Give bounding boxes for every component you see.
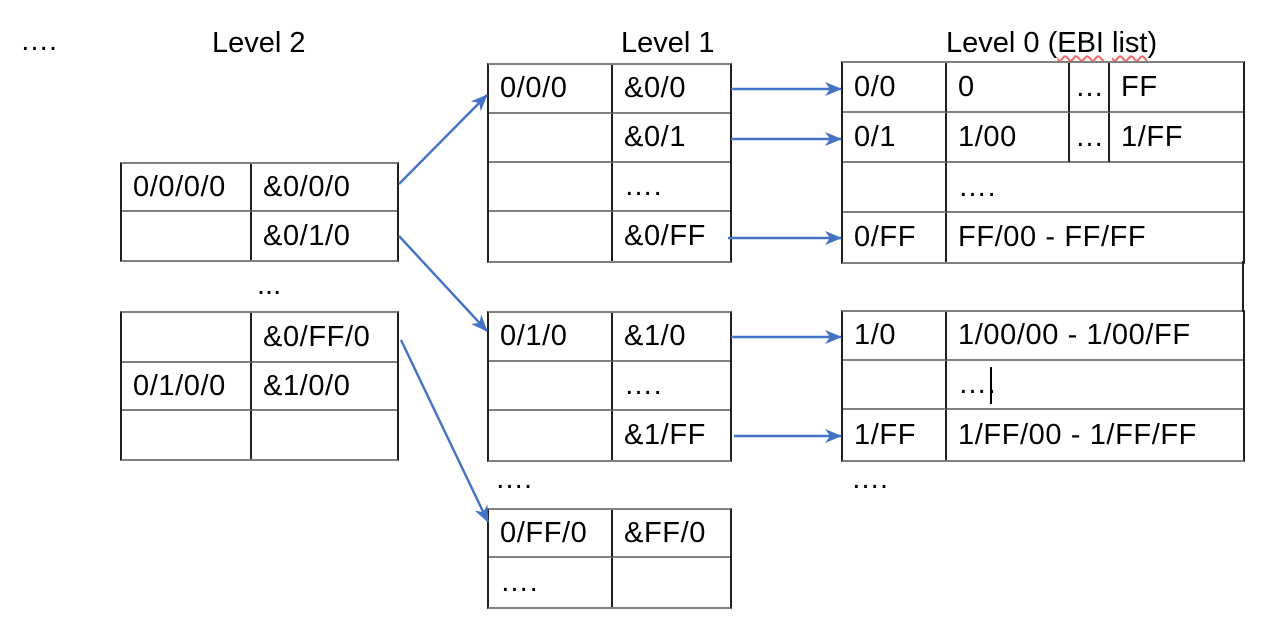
table-cell: &FF/0 <box>613 510 730 558</box>
table-edge-connector-line <box>1242 261 1244 312</box>
table-cell: 1/00 <box>947 113 1070 163</box>
table-cell <box>613 558 730 607</box>
level1-table-2: 0/1/0 &1/0 …. &1/FF <box>487 311 732 462</box>
level0-below-ellipsis: …. <box>851 463 889 495</box>
level2-title: Level 2 <box>212 27 306 59</box>
table-cell: … <box>1070 63 1110 113</box>
level2-table-2: &0/FF/0 0/1/0/0 &1/0/0 <box>120 311 399 461</box>
table-cell: 1/00/00 - 1/00/FF <box>947 312 1243 361</box>
table-cell: 0/FF/0 <box>489 510 613 558</box>
table-cell: &0/FF <box>624 220 706 252</box>
table-cell <box>122 313 252 363</box>
level0-table-2: 1/0 1/00/00 - 1/00/FF …. 1/FF 1/FF/00 - … <box>841 310 1245 462</box>
table-cell: 0/0/0/0 <box>122 164 252 212</box>
level2-between-ellipsis: ... <box>257 269 282 301</box>
table-cell: …. <box>947 361 1243 410</box>
table-cell: …. <box>947 163 1243 213</box>
table-cell <box>843 163 947 213</box>
table-cell <box>489 163 613 212</box>
table-cell: &0/0/0 <box>252 164 397 212</box>
table-cell: 0 <box>947 63 1070 113</box>
table-cell: &1/FF <box>624 419 706 451</box>
arrow-l2-0-0-0-to-l1-table1 <box>398 94 488 185</box>
level1-table-3: 0/FF/0 &FF/0 …. <box>487 508 732 609</box>
table-cell: …. <box>613 163 730 212</box>
table-cell: &1/0 <box>613 313 730 362</box>
level1-below-ellipsis: …. <box>495 463 533 495</box>
table-cell <box>489 212 613 261</box>
table-cell <box>489 114 613 163</box>
table-cell: 0/1 <box>843 113 947 163</box>
table-cell: 0/FF <box>843 213 947 262</box>
table-cell: 0/1/0 <box>489 313 613 362</box>
corner-ellipsis: …. <box>20 25 58 57</box>
table-cell: … <box>1070 113 1110 163</box>
arrow-l2-0-1-0-to-l1-table2 <box>398 235 488 332</box>
table-cell: &0/0 <box>613 65 730 114</box>
level0-title-list: list <box>1112 27 1148 59</box>
table-cell: &0/FF/0 <box>252 313 397 363</box>
table-cell: 0/0/0 <box>489 65 613 114</box>
table-cell: FF <box>1110 63 1243 113</box>
table-cell: 1/FF <box>1110 113 1243 163</box>
level2-table-1: 0/0/0/0 &0/0/0 &0/1/0 <box>120 162 399 262</box>
table-cell: …. <box>489 558 613 607</box>
table-cell: 0/1/0/0 <box>122 363 252 411</box>
table-cell: FF/00 - FF/FF <box>958 221 1147 253</box>
table-cell <box>122 411 252 459</box>
table-cell: 0/0 <box>843 63 947 113</box>
level0-table-1: 0/0 0 … FF 0/1 1/00 … 1/FF …. 0/FF FF/00… <box>841 61 1245 264</box>
table-cell: …. <box>613 362 730 411</box>
level1-title: Level 1 <box>621 27 715 59</box>
table-cell: 1/FF/00 - 1/FF/FF <box>958 418 1197 451</box>
level1-table-1: 0/0/0 &0/0 &0/1 …. &0/FF <box>487 63 732 263</box>
table-cell: &1/0/0 <box>252 363 397 411</box>
level0-title-prefix: Level 0 ( <box>946 27 1058 59</box>
text-caret <box>990 367 992 404</box>
level0-title-suffix: ) <box>1147 27 1158 59</box>
table-cell <box>843 361 947 410</box>
arrow-l2-0-FF-0-to-l1-table3 <box>399 339 490 523</box>
table-cell <box>489 362 613 411</box>
table-cell <box>122 212 252 260</box>
level0-title-sep <box>1104 27 1112 59</box>
level0-title: Level 0 (EBI list) <box>946 26 1157 60</box>
table-cell: 1/FF <box>843 410 947 460</box>
table-cell: &0/1 <box>613 114 730 163</box>
level0-title-ebi: EBI <box>1057 27 1104 59</box>
table-cell: &0/1/0 <box>263 219 351 252</box>
table-cell: 1/0 <box>843 312 947 361</box>
table-cell <box>489 411 613 460</box>
table-cell <box>252 411 397 459</box>
